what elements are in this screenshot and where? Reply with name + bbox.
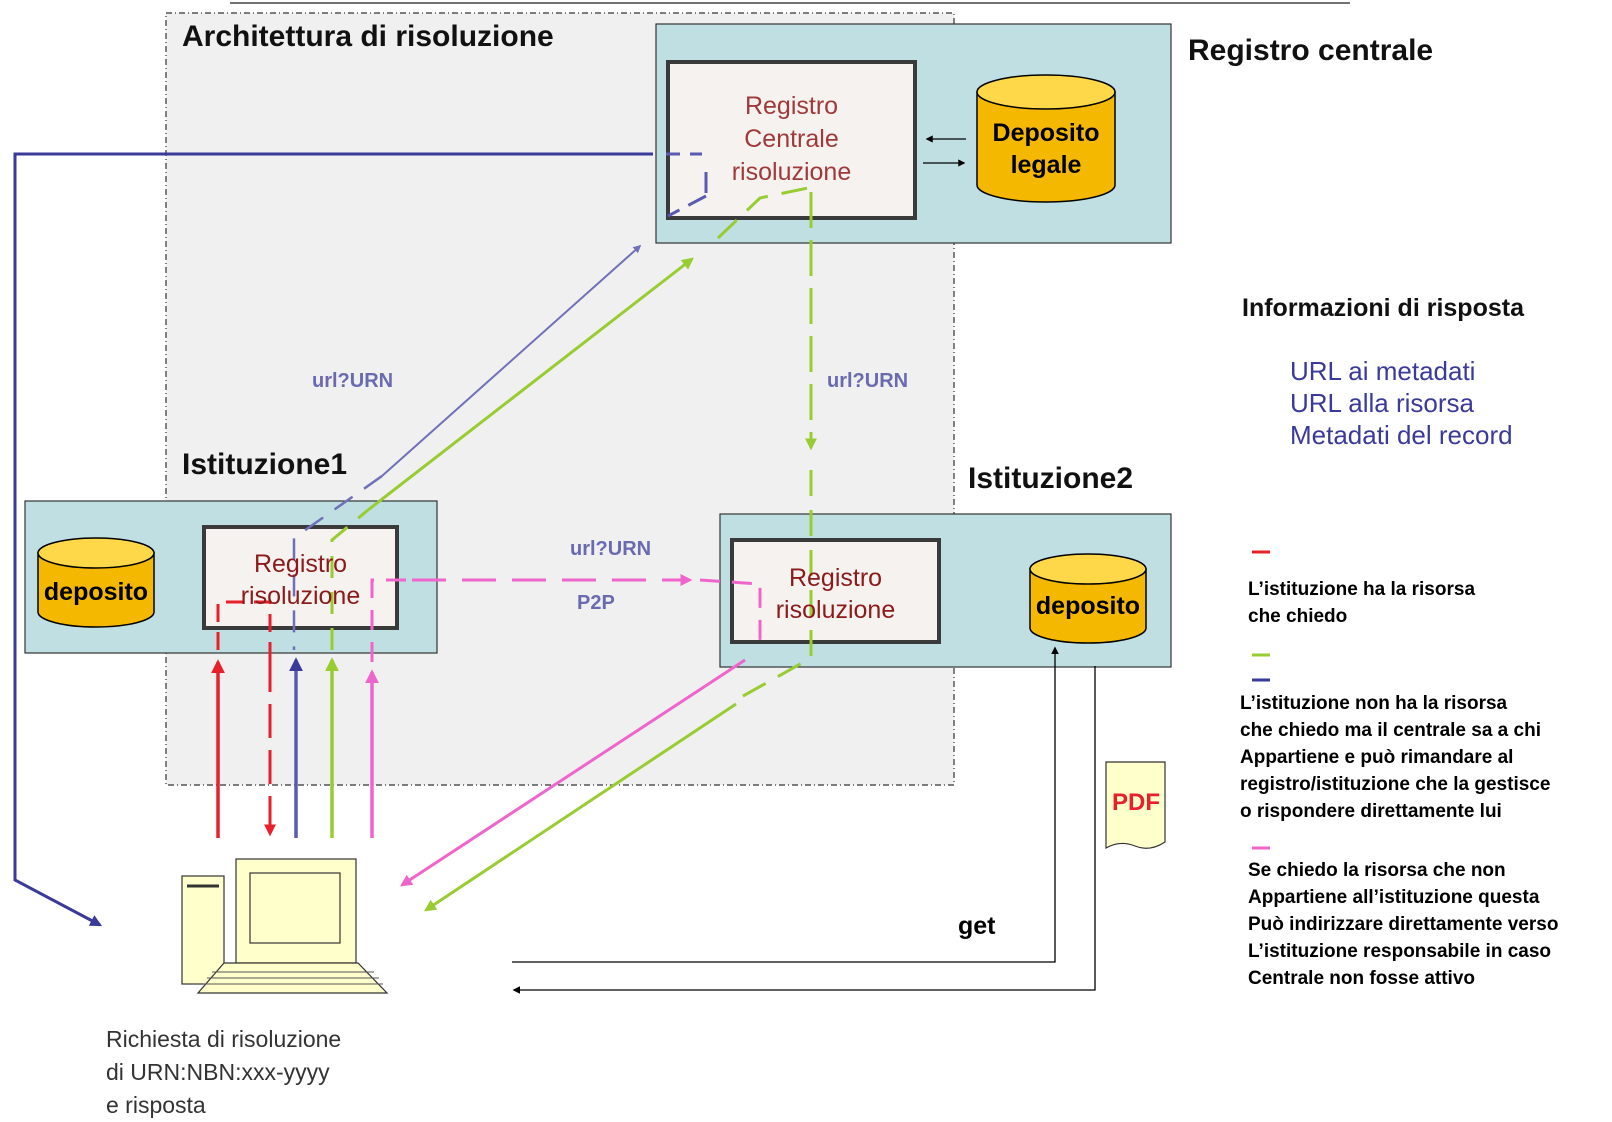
institution2-title: Istituzione2 [968,462,1134,495]
green-flow-lines [325,186,817,912]
institution1-registry-box [202,525,399,630]
institution1-title: Istituzione1 [182,448,348,481]
legend-red-text: L’istituzione ha la risorsa che chiedo [1248,579,1476,627]
response-info-list: URL ai metadati URL alla risorsa Metadat… [1290,355,1513,451]
response-info-item: URL ai metadati [1290,356,1476,386]
legal-deposit-label: Deposito legale [992,119,1100,179]
institution1-deposit-cylinder [37,537,155,628]
red-flow-lines [211,600,276,838]
pdf-document-icon [1105,761,1166,850]
legend-green-blue-text: L’istituzione non ha la risorsa che chie… [1240,693,1551,822]
get-label: get [958,912,996,940]
response-info-item: URL alla risorsa [1290,388,1474,418]
pink-flow-lines [365,574,762,887]
institution2-registry-label: Registro risoluzione [775,564,896,624]
p2p-label: P2P [577,592,615,614]
blue-flow-lines [13,152,708,927]
client-caption: Richiesta di risoluzione di URN:NBN:xxx-… [106,1026,342,1118]
architecture-title: Architettura di risoluzione [182,20,554,53]
institution1-registry-label: Registro risoluzione [240,550,361,610]
institution1-deposit-label: deposito [43,578,149,606]
response-info-item: Metadati del record [1290,420,1513,450]
url-urn-label-left: url?URN [312,370,394,392]
url-urn-label-right: url?URN [827,370,909,392]
legend-pink-text: Se chiedo la risorsa che non Appartiene … [1248,860,1559,989]
institution2-deposit-cylinder [1029,553,1147,644]
pdf-label: PDF [1112,789,1160,816]
institution2-deposit-label: deposito [1035,592,1141,620]
central-registry-title: Registro centrale [1188,34,1434,67]
computer-icon [181,858,389,994]
legal-deposit-cylinder [976,74,1116,203]
get-flow-lines [512,646,1096,994]
url-urn-label-middle: url?URN [570,538,652,560]
central-registry-label: Registro Centrale risoluzione [731,92,852,186]
response-info-title: Informazioni di risposta [1242,294,1524,322]
institution2-registry-box [730,538,941,644]
